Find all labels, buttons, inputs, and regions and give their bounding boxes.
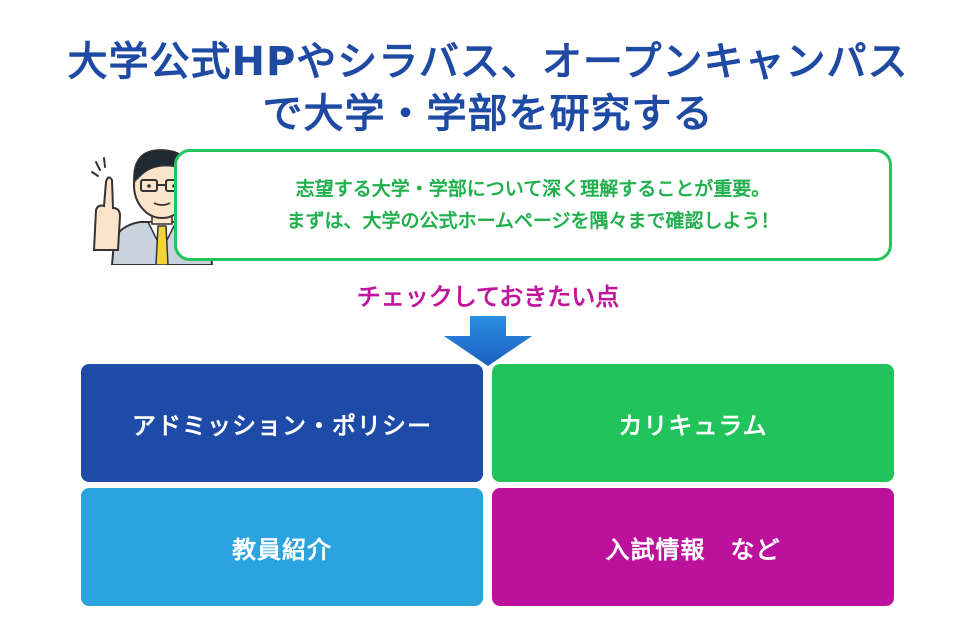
speech-line2: まずは、大学の公式ホームページを隅々まで確認しよう！ (286, 210, 780, 232)
page-title-line2: で大学・学部を研究する (262, 91, 714, 137)
entrance-exam-info-box: 入試情報 など (492, 488, 894, 606)
speech-line1: 志望する大学・学部について深く理解することが重要。 (295, 178, 771, 200)
admission-policy-box: アドミッション・ポリシー (81, 364, 483, 482)
speech-bubble: 志望する大学・学部について深く理解することが重要。 まずは、大学の公式ホームペー… (174, 149, 892, 261)
curriculum-box: カリキュラム (492, 364, 894, 482)
faculty-intro-box: 教員紹介 (81, 488, 483, 606)
check-points-label: チェックしておきたい点 (356, 283, 620, 311)
down-arrow-icon (444, 316, 532, 366)
page-title-line1: 大学公式HPやシラバス、オープンキャンパス (67, 39, 909, 85)
